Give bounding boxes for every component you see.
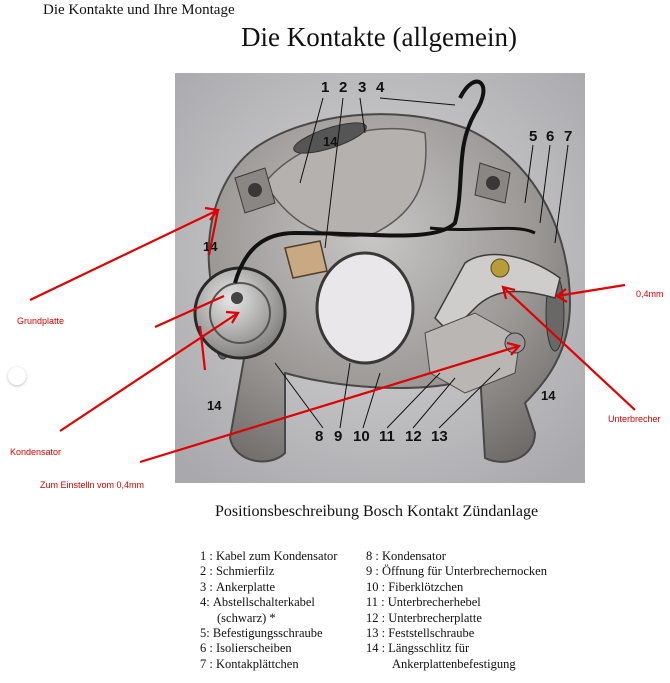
legend-item: 14 : Längsschlitz für — [366, 641, 581, 656]
photo-number-10: 10 — [353, 428, 370, 445]
legend-item: 1 : Kabel zum Kondensator — [200, 549, 365, 564]
legend-item: 5: Befestigungsschraube — [200, 626, 365, 641]
photo-number-13: 13 — [431, 428, 448, 445]
legend-text: Feststellschraube — [388, 626, 475, 641]
legend-text: Kabel zum Kondensator — [215, 549, 338, 563]
callout-grundplatte: Grundplatte — [17, 316, 65, 326]
legend-text: Unterbrecherhebel — [387, 595, 481, 610]
legend-item: 3 : Ankerplatte — [200, 580, 365, 595]
legend-text: Abstellschalterkabel — [212, 595, 315, 610]
legend-number: 3 : — [200, 579, 213, 594]
legend-number: 1 : — [200, 549, 213, 563]
callout-einstellen: Zum Einstelln vom 0,4mm — [40, 480, 145, 490]
legend-text: Kontakplättchen — [215, 656, 299, 671]
legend-item: 11 : Unterbrecherhebel — [366, 595, 581, 610]
legend-item: (schwarz) * — [200, 611, 365, 626]
legend-number: 9 : — [366, 564, 379, 579]
legend-number: 10 : — [366, 579, 386, 594]
legend-number: 14 : — [366, 641, 386, 656]
legend-text: (schwarz) * — [217, 610, 276, 625]
legend-number: 8 : — [366, 549, 379, 563]
legend-item: 12 : Unterbrecherplatte — [366, 611, 581, 626]
legend-item: 7 : Kontakplättchen — [200, 657, 365, 672]
legend-number: 13 : — [366, 626, 386, 641]
legend-title: Positionsbeschreibung Bosch Kontakt Zünd… — [215, 503, 539, 520]
slot-label: 14 — [541, 388, 556, 403]
photo-number-4: 4 — [376, 79, 385, 96]
callout-unterbrecher: Unterbrecher — [608, 414, 661, 424]
legend-text: Fiberklötzchen — [388, 579, 464, 594]
photo-number-2: 2 — [339, 79, 347, 96]
photo-number-11: 11 — [379, 428, 395, 445]
legend-number: 7 : — [200, 656, 213, 671]
legend-right-column: 8 : Kondensator 9 : Öffnung für Unterbre… — [366, 549, 581, 672]
legend-text: Isolierscheiben — [215, 641, 292, 656]
legend-text: Schmierfilz — [215, 564, 275, 579]
legend-text: Längsschlitz für — [388, 641, 470, 656]
slot-label: 14 — [323, 134, 338, 149]
legend-text: Befestigungsschraube — [212, 626, 323, 641]
slot-label: 14 — [203, 239, 218, 254]
legend-item: 10 : Fiberklötzchen — [366, 580, 581, 595]
contact-plate-photo: 1 2 3 4 5 6 7 8 9 10 11 12 13 14 14 14 1… — [175, 73, 585, 483]
photo-number-5: 5 — [529, 128, 537, 145]
legend-text: Ankerplattenbefestigung — [392, 656, 516, 671]
lubricating-felt — [284, 240, 328, 279]
legend-text: Ankerplatte — [215, 579, 275, 594]
legend-number: 11 : — [366, 595, 385, 610]
legend-item: 2 : Schmierfilz — [200, 564, 365, 579]
radio-button[interactable] — [8, 367, 26, 385]
legend-text: Kondensator — [381, 549, 446, 563]
photo-number-1: 1 — [321, 79, 329, 96]
callout-gap: 0,4mm — [636, 289, 664, 299]
callout-kondensator: Kondensator — [10, 447, 62, 457]
page-title: Die Kontakte (allgemein) — [241, 22, 517, 52]
legend-number: 5: — [200, 626, 210, 641]
legend-number: 4: — [200, 595, 210, 610]
legend-item: 9 : Öffnung für Unterbrechernocken — [366, 564, 581, 579]
photo-number-3: 3 — [358, 79, 366, 96]
photo-number-6: 6 — [546, 128, 554, 145]
legend-text: Öffnung für Unterbrechernocken — [381, 564, 547, 579]
slot-label: 14 — [207, 398, 222, 413]
photo-number-7: 7 — [564, 128, 572, 145]
legend-item: 8 : Kondensator — [366, 549, 581, 564]
section-title: Die Kontakte und Ihre Montage — [43, 2, 235, 18]
legend-item: 13 : Feststellschraube — [366, 626, 581, 641]
legend-item: Ankerplattenbefestigung — [366, 657, 581, 672]
cam-opening — [315, 251, 415, 365]
photo-number-8: 8 — [315, 428, 323, 445]
photo-number-12: 12 — [405, 428, 422, 445]
cable — [233, 79, 486, 284]
legend-number: 6 : — [200, 641, 213, 656]
condenser — [193, 266, 287, 360]
photo-number-9: 9 — [334, 428, 342, 445]
legend-number: 2 : — [200, 564, 213, 579]
legend-left-column: 1 : Kabel zum Kondensator 2 : Schmierfil… — [200, 549, 365, 672]
legend-number: 12 : — [366, 610, 386, 625]
legend-item: 4: Abstellschalterkabel — [200, 595, 365, 610]
legend-text: Unterbrecherplatte — [388, 610, 482, 625]
legend-item: 6 : Isolierscheiben — [200, 641, 365, 656]
